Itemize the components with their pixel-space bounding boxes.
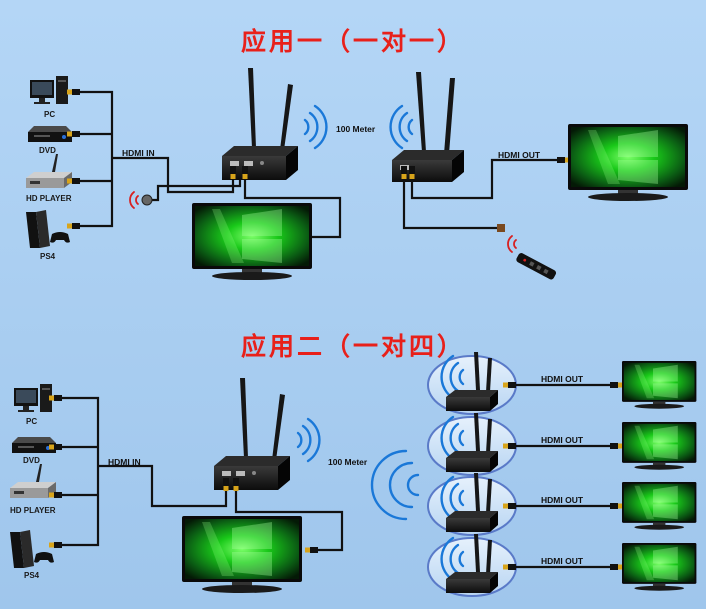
receiver-icon xyxy=(392,72,464,182)
hdmi-out-cables xyxy=(402,158,560,230)
label-dvd-2: DVD xyxy=(23,456,40,465)
ir-wave-icon xyxy=(129,191,139,209)
plug-pc xyxy=(67,89,80,95)
transmitter-icon-2 xyxy=(214,378,290,490)
label-hdmi-in-2: HDMI IN xyxy=(108,457,141,467)
plug-ps4 xyxy=(67,223,80,229)
plug-hdplayer xyxy=(67,178,80,184)
transmitter-icon xyxy=(222,68,298,180)
label-distance-2: 100 Meter xyxy=(328,457,368,467)
hd-player-icon xyxy=(26,154,72,188)
plug-rx-ir xyxy=(401,166,407,179)
pc-icon xyxy=(30,76,68,104)
tv-unit-icon xyxy=(622,543,697,591)
tv-unit-icon xyxy=(622,361,697,409)
label-hdmi-out-3: HDMI OUT xyxy=(541,495,584,505)
title-application-1: 应用一（一对一） xyxy=(240,27,465,56)
label-hdmi-out-4: HDMI OUT xyxy=(541,556,584,566)
pc-icon-2 xyxy=(14,384,52,412)
plug-pc-2 xyxy=(49,395,62,401)
ir-sensor-icon xyxy=(141,194,153,206)
title-application-2: 应用二（一对四） xyxy=(240,332,465,361)
label-ps4-2: PS4 xyxy=(24,571,40,580)
wifi-broadcast-icon xyxy=(370,449,420,521)
local-tv-icon xyxy=(192,203,312,280)
plug-local-tv-2 xyxy=(305,547,318,553)
plug-dvd-2 xyxy=(49,444,62,450)
local-tv-icon-2 xyxy=(182,516,302,593)
plug-tx-in xyxy=(230,166,236,179)
hdmi-in-cables xyxy=(80,90,342,239)
ps4-icon-2 xyxy=(10,530,54,568)
ir-extender-icon xyxy=(497,224,505,232)
plug-tx-in-2 xyxy=(223,478,229,491)
label-ps4: PS4 xyxy=(40,252,56,261)
receiver-unit-2 xyxy=(427,413,697,476)
label-hdmi-out-1: HDMI OUT xyxy=(541,374,584,384)
label-hdmi-in: HDMI IN xyxy=(122,148,155,158)
label-dvd: DVD xyxy=(39,146,56,155)
plug-dvd xyxy=(67,131,80,137)
ps4-icon xyxy=(26,210,70,248)
label-pc-2: PC xyxy=(26,417,38,426)
plug-tx-out xyxy=(242,166,248,179)
plug-ps4-2 xyxy=(49,542,62,548)
label-distance: 100 Meter xyxy=(336,124,376,134)
receiver-unit-1 xyxy=(427,352,697,415)
remote-tv-icon xyxy=(568,124,688,201)
label-pc: PC xyxy=(44,110,56,119)
label-hd-player: HD PLAYER xyxy=(26,194,72,203)
wifi-tx-icon xyxy=(303,104,328,150)
wifi-tx-icon-2 xyxy=(296,417,321,463)
label-hd-player-2: HD PLAYER xyxy=(10,506,56,515)
remote-control-icon xyxy=(516,253,557,280)
label-hdmi-out: HDMI OUT xyxy=(498,150,541,160)
ir-wave-remote-icon xyxy=(507,235,517,253)
receiver-group xyxy=(427,352,697,597)
plug-hdplayer-2 xyxy=(49,492,62,498)
hdmi-in-cables-2 xyxy=(62,396,344,552)
dvd-icon xyxy=(28,126,72,142)
tv-unit-icon xyxy=(622,422,697,470)
tv-unit-icon xyxy=(622,482,697,530)
wifi-rx-icon xyxy=(389,104,414,150)
receiver-unit-4 xyxy=(427,534,697,597)
receiver-unit-3 xyxy=(427,473,697,536)
label-hdmi-out-2: HDMI OUT xyxy=(541,435,584,445)
plug-rx-out xyxy=(409,166,415,179)
plug-tx-out-2 xyxy=(233,478,239,491)
